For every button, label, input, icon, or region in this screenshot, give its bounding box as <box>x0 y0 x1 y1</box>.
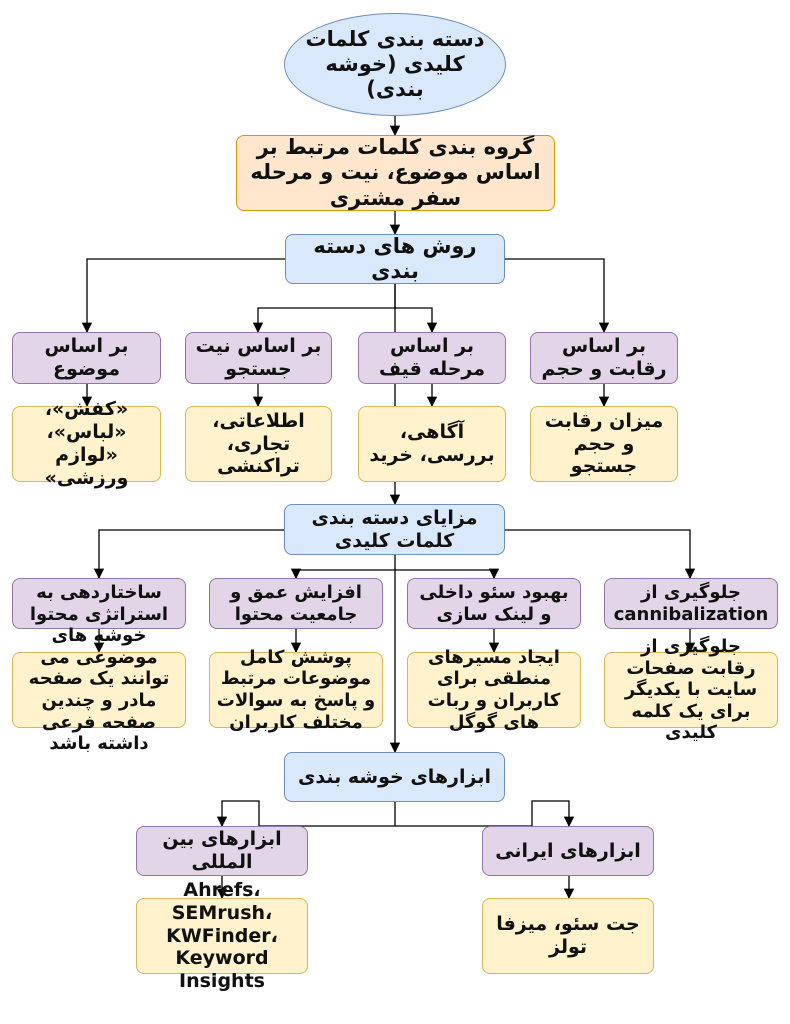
method-funnel-detail: آگاهی، بررسی، خرید <box>369 421 495 466</box>
definition-text: گروه بندی کلمات مرتبط بر اساس موضوع، نیت… <box>250 135 541 210</box>
connector-methods-topic <box>81 258 285 334</box>
methods-heading-text: روش های دسته بندی <box>313 233 477 283</box>
method-intent-detail-node: اطلاعاتی، تجاری، تراکنشی <box>185 406 332 482</box>
benefit-structure-detail: خوشه های موضوعی می توانند یک صفحه مادر و… <box>28 625 170 755</box>
method-topic-detail-node: «کفش»، «لباس»، «لوازم ورزشی» <box>12 398 161 489</box>
method-intent-node: بر اساس نیت جستجو <box>185 332 332 384</box>
method-funnel-detail-node: آگاهی، بررسی، خرید <box>358 406 506 482</box>
benefit-depth-label: افزایش عمق و جامعیت محتوا <box>230 581 362 625</box>
tools-heading-node: ابزارهای خوشه بندی <box>284 752 505 802</box>
connector-benefits-depth <box>290 555 396 580</box>
method-competition-detail: میزان رقابت و حجم جستجو <box>544 409 664 478</box>
benefit-depth-node: افزایش عمق و جامعیت محتوا <box>209 578 383 629</box>
title-text: دسته بندی کلمات کلیدی (خوشه بندی) <box>305 26 485 102</box>
benefits-heading-text: مزایای دسته بندی کلمات کلیدی <box>311 506 478 552</box>
method-competition-detail-node: میزان رقابت و حجم جستجو <box>530 406 678 482</box>
benefit-cannibal-node: جلوگیری از cannibalization <box>604 578 778 629</box>
connector-benefits-seo <box>395 568 500 580</box>
tool-international-detail-node: Ahrefs، SEMrush، KWFinder، Keyword Insig… <box>136 879 308 992</box>
connector-tools-iranian <box>395 800 575 828</box>
benefit-structure-detail-node: خوشه های موضوعی می توانند یک صفحه مادر و… <box>12 625 186 754</box>
connector-tools-international <box>216 800 396 828</box>
benefit-cannibal-detail: جلوگیری از رقابت صفحات سایت با یکدیگر بر… <box>624 636 758 744</box>
tool-iranian-detail: جت سئو، میزفا تولز <box>496 913 640 958</box>
method-topic-label: بر اساس موضوع <box>44 335 129 380</box>
benefit-seo-detail-node: ایجاد مسیرهای منطقی برای کاربران و ربات … <box>407 647 581 733</box>
method-topic-detail: «کفش»، «لباس»، «لوازم ورزشی» <box>44 398 129 489</box>
benefit-structure-label: ساختاردهی به استراتژی محتوا <box>29 581 169 625</box>
benefit-structure-node: ساختاردهی به استراتژی محتوا <box>12 578 186 629</box>
connector-methods-intent <box>252 284 396 334</box>
benefit-seo-label: بهبود سئو داخلی و لینک سازی <box>419 581 569 625</box>
tools-heading-text: ابزارهای خوشه بندی <box>298 765 491 788</box>
method-funnel-label: بر اساس مرحله قیف <box>379 335 485 380</box>
connector-methods-funnel <box>395 307 438 334</box>
connector-methods-competition <box>505 258 610 334</box>
methods-heading-node: روش های دسته بندی <box>285 234 505 284</box>
benefit-depth-detail: پوشش کامل موضوعات مرتبط و پاسخ به سوالات… <box>216 646 376 733</box>
tool-international-label: ابزارهای بین المللی <box>162 828 282 873</box>
benefit-cannibal-detail-node: جلوگیری از رقابت صفحات سایت با یکدیگر بر… <box>604 636 778 743</box>
tool-international-detail: Ahrefs، SEMrush، KWFinder، Keyword Insig… <box>166 879 278 993</box>
connector-benefits-cannibal <box>505 529 696 580</box>
benefit-cannibal-label: جلوگیری از cannibalization <box>613 581 769 625</box>
benefit-depth-detail-node: پوشش کامل موضوعات مرتبط و پاسخ به سوالات… <box>209 647 383 733</box>
tool-iranian-detail-node: جت سئو، میزفا تولز <box>482 898 654 974</box>
method-funnel-node: بر اساس مرحله قیف <box>358 332 506 384</box>
definition-node: گروه بندی کلمات مرتبط بر اساس موضوع، نیت… <box>236 135 555 211</box>
tool-international-node: ابزارهای بین المللی <box>136 826 308 876</box>
title-node: دسته بندی کلمات کلیدی (خوشه بندی) <box>284 13 506 116</box>
method-competition-node: بر اساس رقابت و حجم <box>530 332 678 384</box>
tool-iranian-label: ابزارهای ایرانی <box>495 839 641 862</box>
method-intent-label: بر اساس نیت جستجو <box>195 335 322 380</box>
method-intent-detail: اطلاعاتی، تجاری، تراکنشی <box>212 409 305 478</box>
tool-iranian-node: ابزارهای ایرانی <box>482 826 654 876</box>
benefit-seo-detail: ایجاد مسیرهای منطقی برای کاربران و ربات … <box>427 646 561 733</box>
method-topic-node: بر اساس موضوع <box>12 332 161 384</box>
connector-benefits-structure <box>93 529 284 580</box>
benefits-heading-node: مزایای دسته بندی کلمات کلیدی <box>284 504 505 555</box>
method-competition-label: بر اساس رقابت و حجم <box>541 335 667 380</box>
benefit-seo-node: بهبود سئو داخلی و لینک سازی <box>407 578 581 629</box>
